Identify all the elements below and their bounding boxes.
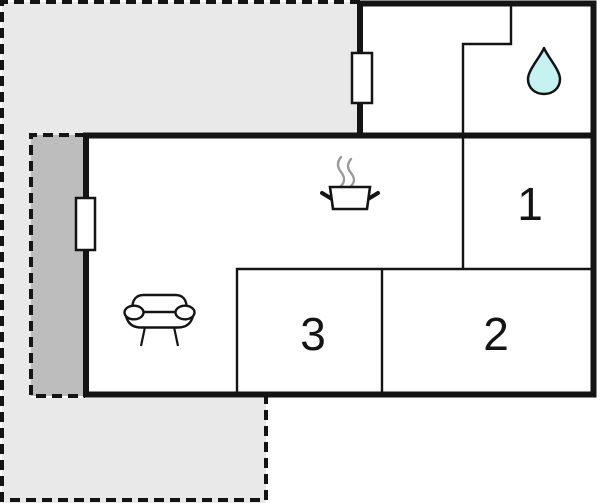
veranda-dashed-outline	[29, 133, 85, 398]
window-icon-left-wall	[74, 196, 97, 252]
sofa-icon	[123, 293, 196, 347]
steam-icon	[336, 155, 346, 188]
steam-icon	[346, 157, 356, 188]
room-2-label: 2	[483, 308, 509, 360]
pot-body	[328, 185, 372, 211]
interior-partition-walls	[235, 6, 593, 392]
terrace-dashed-outline	[0, 0, 360, 502]
room-3-label: 3	[300, 308, 326, 360]
sofa-armrest-left	[123, 304, 145, 321]
cooking-pot-icon	[320, 155, 380, 211]
sofa-armrest-right	[174, 304, 196, 321]
window-icon-top-wall	[350, 51, 374, 105]
sofa-legs	[139, 326, 180, 347]
veranda-area-dark	[31, 135, 85, 396]
water-drop-icon	[526, 46, 562, 96]
terrace-area-top	[2, 2, 360, 135]
room-1-label: 1	[517, 178, 543, 230]
sofa-back	[130, 293, 189, 312]
terrace-area-bottom	[2, 398, 266, 503]
sofa-seat	[124, 315, 195, 329]
